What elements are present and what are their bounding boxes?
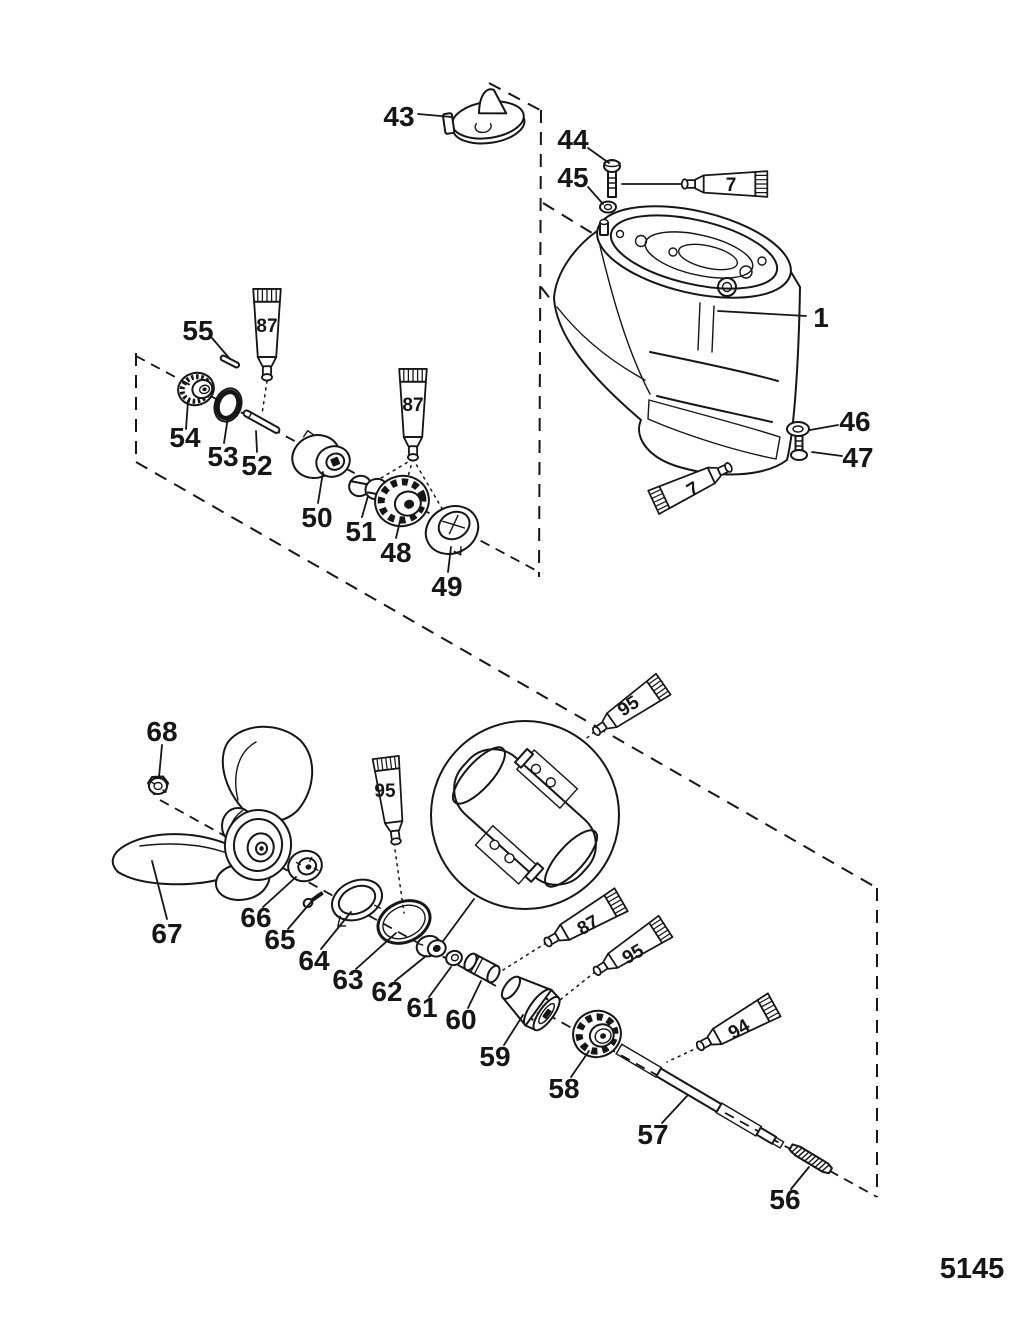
page-number: 5145 bbox=[940, 1253, 1005, 1285]
part-45-washer bbox=[599, 200, 617, 214]
part-50-flanged-bushing bbox=[291, 430, 351, 479]
part-46-washer bbox=[786, 421, 810, 437]
part-44-bolt bbox=[603, 159, 621, 198]
callout-59: 59 bbox=[479, 1041, 510, 1072]
callout-57: 57 bbox=[637, 1119, 668, 1150]
tube-87-mid-label: 87 bbox=[402, 395, 423, 416]
tube-87-upper-label: 87 bbox=[256, 316, 277, 337]
part-54-knurled-cap bbox=[177, 371, 215, 407]
callout-45: 45 bbox=[557, 162, 588, 193]
part-67-propeller bbox=[111, 725, 314, 901]
part-48-gear bbox=[374, 474, 430, 528]
callout-55: 55 bbox=[182, 315, 213, 346]
part-57-propeller-shaft bbox=[615, 1043, 785, 1149]
callout-61: 61 bbox=[406, 992, 437, 1023]
callout-47: 47 bbox=[842, 442, 873, 473]
callout-68: 68 bbox=[146, 716, 177, 747]
part-63-seal-ring bbox=[376, 899, 432, 945]
part-49-bearing-ring bbox=[424, 505, 480, 556]
callout-67: 67 bbox=[151, 918, 182, 949]
callout-46: 46 bbox=[839, 406, 870, 437]
callout-63: 63 bbox=[332, 964, 363, 995]
callout-48: 48 bbox=[380, 537, 411, 568]
tube-7-top-label: 7 bbox=[726, 175, 737, 196]
callout-52: 52 bbox=[241, 450, 272, 481]
callout-54: 54 bbox=[169, 422, 201, 453]
callout-62: 62 bbox=[371, 976, 402, 1007]
part-58-gear-bearing bbox=[572, 1009, 622, 1059]
part-62-nut bbox=[415, 934, 447, 958]
callout-44: 44 bbox=[557, 124, 589, 155]
callout-53: 53 bbox=[207, 441, 238, 472]
callout-50: 50 bbox=[301, 502, 332, 533]
callout-49: 49 bbox=[431, 571, 462, 602]
part-68-nut bbox=[147, 775, 169, 795]
callout-58: 58 bbox=[548, 1073, 579, 1104]
callout-65: 65 bbox=[264, 924, 295, 955]
callout-1: 1 bbox=[813, 302, 829, 333]
callout-51: 51 bbox=[345, 516, 376, 547]
bearing-inset-circle bbox=[430, 720, 620, 949]
part-52-pin bbox=[242, 409, 281, 434]
tube-7-top bbox=[680, 170, 769, 198]
callout-60: 60 bbox=[445, 1004, 476, 1035]
callout-leader-lines bbox=[151, 113, 843, 1190]
part-43-cover bbox=[442, 88, 526, 145]
part-64-tab-washer bbox=[331, 878, 383, 927]
callout-43: 43 bbox=[383, 101, 414, 132]
part-65-screw bbox=[302, 891, 324, 909]
part-53-ring bbox=[213, 387, 243, 423]
part-61-washer bbox=[445, 949, 463, 967]
part-60-sleeve bbox=[463, 952, 501, 984]
part-59-bearing-carrier bbox=[500, 975, 561, 1032]
callout-66: 66 bbox=[240, 902, 271, 933]
part-47-screw bbox=[790, 435, 808, 461]
tube-95-prop-label: 95 bbox=[374, 781, 396, 802]
callout-labels: 43 44 45 1 46 47 55 54 53 52 50 51 48 49… bbox=[146, 101, 873, 1215]
callout-56: 56 bbox=[769, 1184, 800, 1215]
gear-housing bbox=[553, 205, 801, 476]
part-55-pin bbox=[219, 354, 241, 369]
part-66-thrust-hub bbox=[287, 849, 323, 883]
part-56-spring bbox=[788, 1143, 833, 1175]
callout-64: 64 bbox=[298, 945, 330, 976]
